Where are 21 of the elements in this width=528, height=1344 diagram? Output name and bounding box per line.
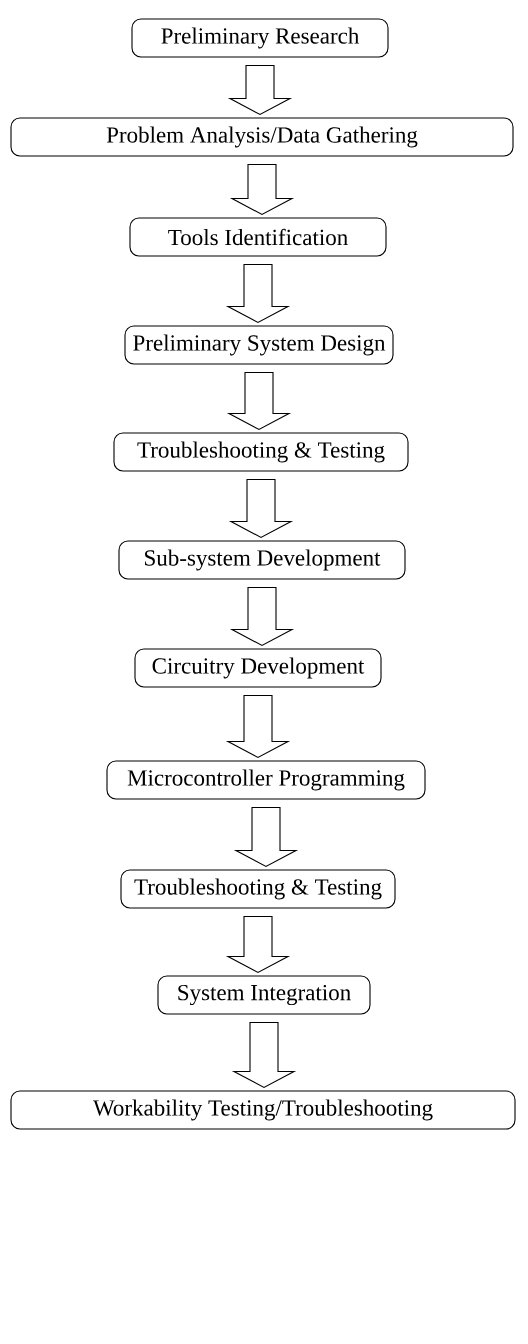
process-box: Preliminary Research xyxy=(131,18,389,58)
process-box: Microcontroller Programming xyxy=(106,760,426,800)
block-arrow xyxy=(233,807,299,868)
process-box: Preliminary System Design xyxy=(124,325,394,365)
process-box: Circuitry Development xyxy=(134,648,382,688)
block-arrow xyxy=(229,587,295,647)
block-arrow xyxy=(227,65,293,116)
block-arrow xyxy=(229,164,295,216)
block-arrow xyxy=(226,372,292,431)
block-arrow xyxy=(225,264,291,324)
block-arrow xyxy=(225,916,291,974)
process-box: Troubleshooting & Testing xyxy=(113,432,409,472)
process-box: Sub-system Development xyxy=(118,540,406,580)
block-arrow xyxy=(231,1022,297,1089)
block-arrow xyxy=(228,479,294,539)
process-box: Tools Identification xyxy=(129,217,387,257)
process-box: Problem Analysis/Data Gathering xyxy=(10,117,514,157)
block-arrow xyxy=(225,695,291,759)
process-box: Workability Testing/Troubleshooting xyxy=(10,1090,516,1130)
process-box: System Integration xyxy=(157,975,371,1015)
process-box: Troubleshooting & Testing xyxy=(120,869,396,909)
